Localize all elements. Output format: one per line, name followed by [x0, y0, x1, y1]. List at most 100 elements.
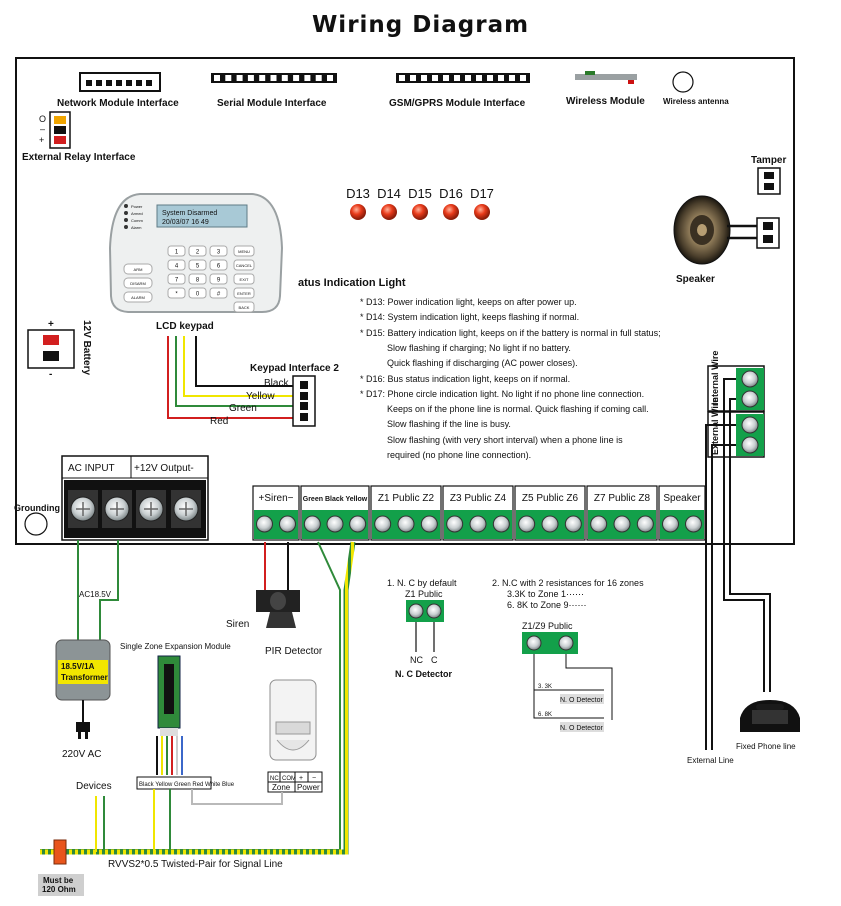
- keypad-key: 0: [196, 292, 200, 298]
- battery-minus: -: [49, 369, 52, 380]
- pir-power-label: Power: [297, 783, 320, 792]
- keypad-key-disarm: DISARM: [130, 281, 146, 286]
- wire-green-label: Green: [229, 403, 257, 414]
- expansion-wires: [156, 736, 183, 775]
- grounding-icon: [24, 512, 48, 536]
- relay-pin-minus: –: [40, 124, 45, 134]
- status-note: * D16: Bus status indication light, keep…: [360, 373, 571, 384]
- wire-green: [175, 336, 295, 407]
- pir-icon: [269, 679, 317, 761]
- keypad-key: 3: [217, 250, 221, 256]
- keypad-interface-label: Keypad Interface 2: [250, 363, 339, 374]
- keypad-key: 6: [217, 264, 221, 270]
- relay-pin-plus: +: [39, 135, 44, 145]
- keypad-key-alarm: ALARM: [131, 295, 145, 300]
- battery-plus: +: [48, 319, 54, 330]
- led-d17: [474, 204, 490, 220]
- network-module-label: Network Module Interface: [57, 98, 179, 109]
- mains-label: 220V AC: [62, 749, 101, 760]
- gsm-module-label: GSM/GPRS Module Interface: [389, 98, 526, 109]
- termination-resistor: [53, 839, 67, 865]
- lcd-keypad-label: LCD keypad: [156, 321, 214, 332]
- twisted-pair-label: RVVS2*0.5 Twisted-Pair for Signal Line: [108, 859, 283, 870]
- pir-term-minus: −: [312, 775, 316, 782]
- led-label-d16: D16: [439, 186, 463, 201]
- phone-icon: [740, 700, 800, 732]
- status-note: required (no phone line connection).: [387, 450, 532, 460]
- resistor-68k-label: 6. 8K: [538, 712, 552, 718]
- relay-connector: [49, 111, 71, 149]
- relay-interface-label: External Relay Interface: [22, 152, 136, 163]
- led-label-d14: D14: [377, 186, 401, 201]
- wireless-module-label: Wireless Module: [566, 96, 645, 107]
- nc-detector-label: N. C Detector: [395, 669, 453, 679]
- internal-wire-label: Internal Wire: [710, 351, 720, 405]
- external-line-label: External Line: [687, 756, 734, 765]
- speaker-label: Speaker: [676, 274, 715, 285]
- c-pin-label: C: [431, 655, 438, 665]
- keypad-key-cancel: CANCEL: [236, 263, 253, 268]
- serial-module-connector: [211, 73, 337, 83]
- resistor-33k-label: 3. 3K: [538, 684, 552, 690]
- keypad-key-arm: ARM: [134, 267, 143, 272]
- keypad-screen-line1: System Disarmed: [162, 210, 217, 217]
- status-note: Slow flashing if the line is busy.: [387, 419, 511, 430]
- control-board: [15, 57, 795, 545]
- keypad-interface-2-connector: [292, 375, 316, 427]
- terminal-label: Z3 Public Z4: [450, 493, 507, 504]
- fixed-phone-label: Fixed Phone line: [736, 742, 796, 751]
- terminal-label: Z7 Public Z8: [594, 493, 651, 504]
- pir-term-plus: +: [299, 775, 303, 782]
- keypad-key: 2: [196, 250, 200, 256]
- status-note: Slow flashing if charging; No light if n…: [387, 342, 571, 353]
- internal-wire-terminal: [707, 365, 765, 412]
- z1z9-terminal: [522, 632, 578, 654]
- battery-label: 12V Battery: [81, 320, 92, 375]
- expansion-module-label: Single Zone Expansion Module: [120, 642, 231, 651]
- wire-black-label: Black: [264, 378, 289, 389]
- keypad-key: 7: [175, 278, 179, 284]
- res-68k-label: 6. 8K to Zone 9⋯⋯: [507, 600, 587, 610]
- transformer: [55, 639, 111, 701]
- terminal-label: Speaker: [663, 493, 701, 504]
- keypad-key: 1: [175, 250, 179, 256]
- relay-pin-o: O: [39, 114, 46, 124]
- keypad-key: 8: [196, 278, 200, 284]
- terminal-label: Z1 Public Z2: [378, 493, 435, 504]
- devices-label: Devices: [76, 781, 112, 792]
- nc-default-label: 1. N. C by default: [387, 578, 457, 588]
- status-note: Slow flashing (with very short interval)…: [387, 434, 623, 445]
- keypad-indicator-power: Power: [131, 204, 143, 209]
- status-note: * D13: Power indication light, keeps on …: [360, 297, 577, 307]
- transformer-label: Transformer: [61, 673, 108, 682]
- led-d16: [443, 204, 459, 220]
- pir-term-com: COM: [282, 776, 296, 782]
- wireless-antenna-label: Wireless antenna: [663, 97, 729, 106]
- speaker-icon: [673, 195, 731, 265]
- pir-detector-label: PIR Detector: [265, 646, 323, 657]
- siren-icon: [256, 590, 300, 628]
- pir-terminal-block: [267, 771, 323, 793]
- lcd-keypad: System Disarmed 20/03/07 16 49 PowerArme…: [108, 193, 284, 313]
- wire-black: [195, 336, 295, 387]
- wire-red-label: Red: [210, 416, 228, 427]
- keypad-key: 4: [175, 264, 179, 270]
- z1z9-public-label: Z1/Z9 Public: [522, 621, 573, 631]
- wire-red: [167, 336, 295, 419]
- external-wire-terminal: [707, 411, 765, 458]
- twisted-pair-line: [40, 541, 356, 855]
- keypad-key: *: [175, 292, 178, 298]
- keypad-key-back: BACK: [239, 305, 250, 310]
- led-d15: [412, 204, 428, 220]
- status-note: * D14: System indication light, keeps fl…: [360, 312, 580, 323]
- keypad-indicator-alarm: Alarm: [131, 225, 142, 230]
- status-note: * D15: Battery indication light, keeps o…: [360, 327, 661, 338]
- pir-term-nc: NC: [270, 776, 279, 782]
- wire-yellow: [183, 336, 295, 397]
- keypad-key: #: [217, 292, 221, 298]
- ac-voltage-label: AC18.5V: [79, 590, 112, 599]
- keypad-indicator-comm: Comm: [131, 218, 143, 223]
